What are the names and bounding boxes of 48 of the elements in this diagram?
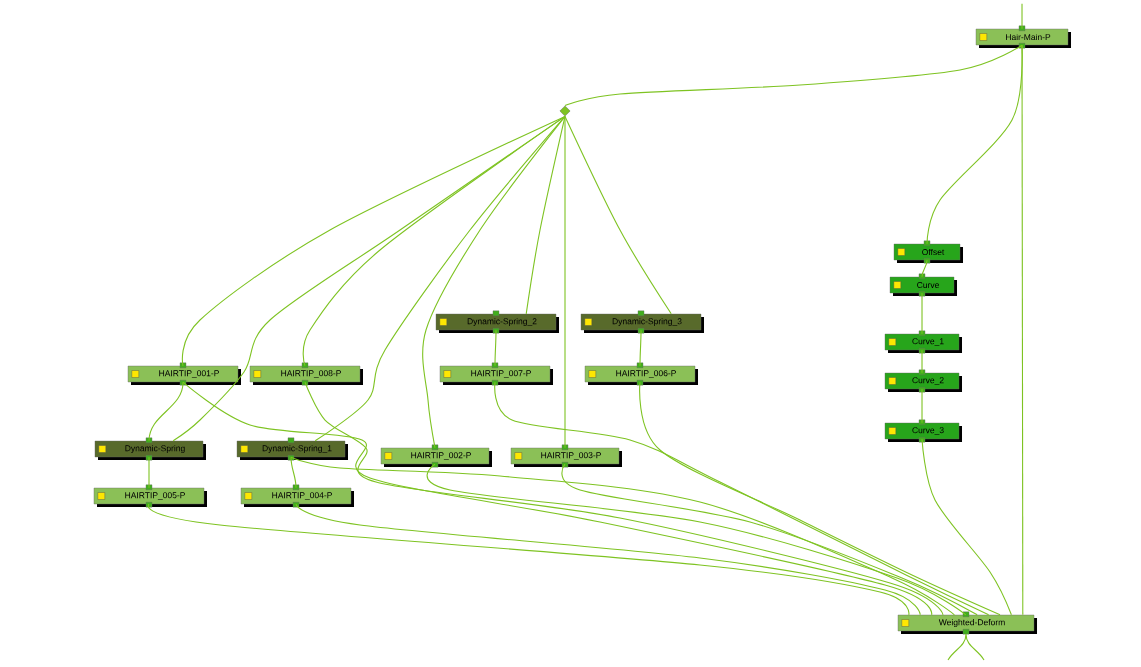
node-box: Curve — [889, 273, 957, 297]
node-box: HAIRTIP_001-P — [127, 362, 241, 386]
connector — [290, 456, 297, 489]
node-box: Offset — [893, 240, 963, 264]
connector — [182, 381, 933, 616]
connector — [921, 388, 923, 424]
connector — [564, 115, 566, 449]
connector — [302, 115, 566, 367]
node-box: HAIRTIP_007-P — [439, 362, 553, 386]
node-box: Curve_1 — [884, 330, 962, 354]
connector — [290, 456, 955, 616]
connector — [1021, 44, 1024, 616]
node-box: Hair-Main-P — [975, 25, 1071, 49]
connector — [314, 115, 566, 442]
node-box: Dynamic-Spring_3 — [580, 310, 704, 334]
connector — [494, 381, 990, 616]
connector — [639, 329, 642, 367]
connector — [1021, 3, 1023, 30]
node-box: HAIRTIP_002-P — [380, 444, 492, 468]
node-box: HAIRTIP_005-P — [93, 484, 207, 508]
node-box: HAIRTIP_006-P — [584, 362, 698, 386]
connector — [921, 292, 923, 335]
node-box: Curve_3 — [884, 419, 962, 443]
connector — [295, 503, 921, 616]
connector — [148, 381, 184, 442]
node-box: Dynamic-Spring — [94, 437, 206, 461]
connector — [147, 503, 910, 616]
connector — [564, 44, 1023, 107]
node-box: Dynamic-Spring_2 — [435, 310, 559, 334]
connector — [639, 381, 1001, 616]
node-box: HAIRTIP_004-P — [240, 484, 354, 508]
connector — [494, 329, 497, 367]
junction-diamond — [559, 105, 571, 117]
connector — [564, 115, 672, 315]
node-box: Dynamic-Spring_1 — [236, 437, 348, 461]
connector — [148, 456, 150, 489]
connector — [426, 463, 967, 616]
connector — [181, 115, 566, 367]
connector — [921, 259, 928, 278]
node-box: Weighted-Deform — [897, 611, 1037, 635]
node-box: Curve_2 — [884, 369, 962, 393]
connector — [422, 115, 566, 449]
connector — [921, 438, 1012, 616]
connector — [304, 381, 944, 616]
connector — [921, 349, 923, 374]
node-box: HAIRTIP_003-P — [510, 444, 622, 468]
node-box: HAIRTIP_008-P — [249, 362, 363, 386]
connector — [561, 463, 978, 616]
